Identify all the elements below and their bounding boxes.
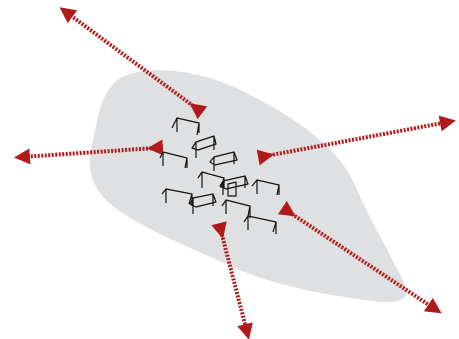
structure-4 — [209, 151, 238, 171]
arrow-northwest — [59, 7, 208, 120]
structure-6 — [219, 175, 249, 195]
structure-1 — [171, 117, 200, 136]
structure-3 — [159, 151, 188, 169]
arrows — [14, 7, 456, 339]
arrow-southeast — [277, 200, 442, 314]
structure-2 — [191, 135, 217, 158]
arrow-west — [14, 139, 164, 165]
structure-9 — [189, 193, 217, 214]
structure-11 — [243, 215, 277, 234]
structure-7 — [251, 179, 280, 196]
arrow-east — [256, 115, 456, 166]
structures — [159, 117, 280, 234]
structure-12 — [227, 181, 237, 197]
